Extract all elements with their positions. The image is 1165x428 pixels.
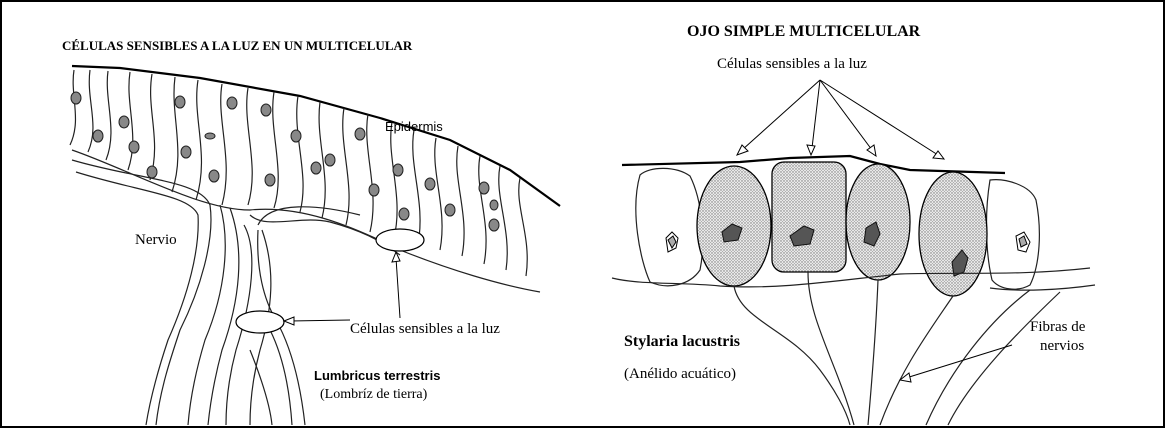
basement-membrane (612, 268, 1090, 287)
common-name-lumbricus: (Lombríz de tierra) (320, 387, 428, 402)
light-cell-upper (376, 229, 424, 251)
epidermis-inner-boundary (72, 150, 540, 292)
right-title: OJO SIMPLE MULTICELULAR (687, 23, 921, 40)
label-light-cells-left: Células sensibles a la luz (350, 321, 500, 337)
right-diagram: OJO SIMPLE MULTICELULAR Células sensible… (612, 23, 1095, 425)
nerve-bundle (72, 160, 400, 425)
sensitive-cell-3 (846, 164, 910, 280)
label-fibers-line1: Fibras de (1030, 319, 1086, 335)
epidermal-cell-left (636, 168, 703, 285)
sensitive-cell-2 (772, 162, 846, 272)
light-cell-lower (236, 311, 284, 333)
label-epidermis: Epidermis (385, 119, 443, 134)
label-nervio: Nervio (135, 232, 177, 248)
basement-lower (990, 285, 1095, 290)
left-diagram: CÉLULAS SENSIBLES A LA LUZ EN UN MULTICE… (62, 38, 560, 425)
species-lumbricus: Lumbricus terrestris (314, 368, 440, 383)
left-arrows (284, 252, 400, 325)
label-light-cells-right: Células sensibles a la luz (717, 56, 867, 72)
left-title: CÉLULAS SENSIBLES A LA LUZ EN UN MULTICE… (62, 38, 413, 53)
right-arrows (737, 80, 944, 159)
common-name-stylaria: (Anélido acuático) (624, 366, 736, 382)
label-fibers-line2: nervios (1040, 338, 1084, 354)
nerve-fibers (734, 272, 1060, 425)
fibers-arrow (906, 345, 1012, 378)
sensitive-cell-4 (919, 172, 987, 296)
species-stylaria: Stylaria lacustris (624, 333, 740, 350)
